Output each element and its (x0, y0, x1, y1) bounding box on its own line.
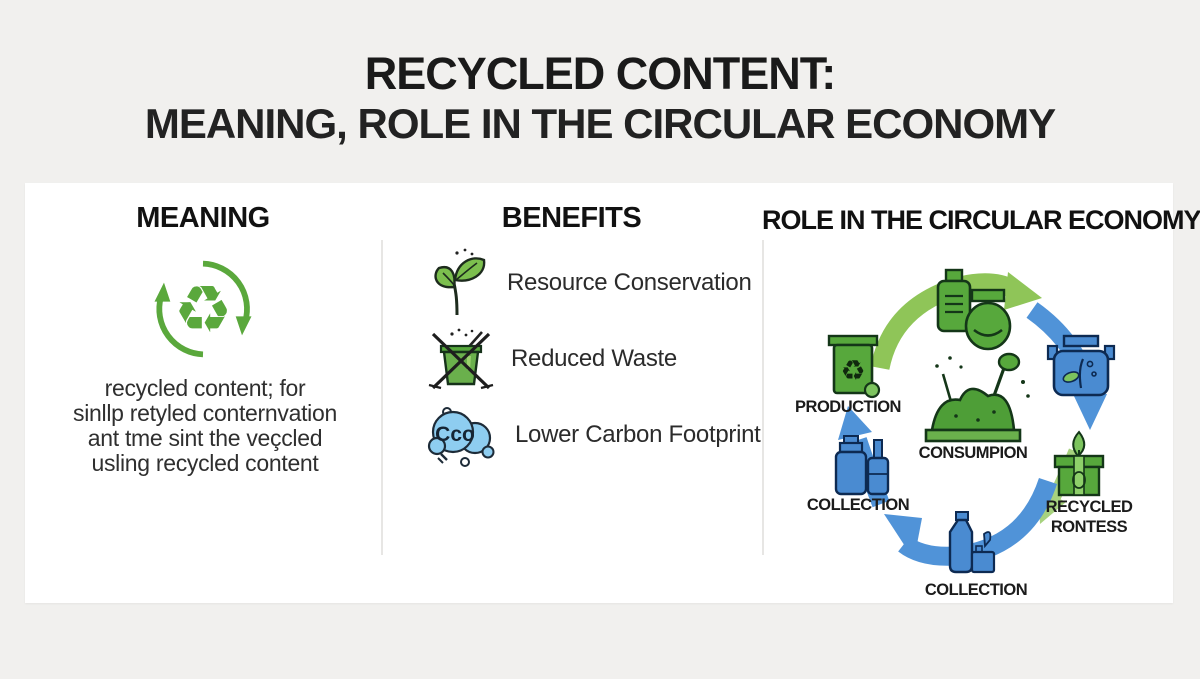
page-title: RECYCLED CONTENT: MEANING, ROLE IN THE C… (0, 50, 1200, 147)
benefit-label: Resource Conservation (507, 269, 752, 296)
benefit-lower-carbon: Cco Lower Carbon Footprint (425, 399, 761, 471)
cycle-arrow-blue-left-head (838, 406, 872, 440)
benefit-reduced-waste: Reduced Waste (427, 323, 677, 395)
collection-left-label: COLLECTION (807, 496, 909, 514)
cycle-arrow-blue-right-head (1073, 394, 1107, 430)
collection-left-icon (834, 435, 890, 496)
cycle-arrow-green-top-head (1004, 272, 1042, 310)
cycle-arrow-blue-bottom (898, 477, 1058, 566)
content-card: MEANING ♻ recycled content; for sinllp r… (25, 183, 1200, 603)
carbon-cloud-icon: Cco (427, 407, 495, 467)
production-label: PRODUCTION (795, 398, 901, 416)
recycle-glyph: ♻ (174, 272, 233, 348)
column-divider (762, 240, 764, 555)
benefit-resource-conservation: Resource Conservation (427, 247, 752, 319)
cycle-arrow-blue-bottom-head (884, 514, 922, 560)
meaning-line: usling recycled content (91, 450, 319, 476)
benefit-label: Reduced Waste (511, 345, 677, 372)
bin-recycle-glyph: ♻ (840, 354, 865, 387)
meaning-heading: MEANING (136, 202, 270, 234)
seedling-icon (434, 248, 486, 316)
meaning-line: recycled content; for (104, 375, 306, 401)
role-heading: ROLE IN THE CIRCULAR ECONOMY (762, 205, 1200, 235)
title-line-1: RECYCLED CONTENT: (364, 48, 837, 99)
no-waste-bin-icon (428, 328, 494, 390)
collection-bottom-label: COLLECTION (925, 581, 1027, 599)
column-divider (381, 240, 383, 555)
title-line-2: MEANING, ROLE IN THE CIRCULAR ECONOMY (144, 100, 1056, 148)
collection-bottom-icon (948, 511, 996, 574)
compost-icon (924, 352, 1030, 443)
recycled-label-line2: RONTESS (1051, 518, 1128, 536)
recycled-label-line1: RECYCLED (1046, 498, 1133, 516)
recycle-circle-icon: ♻ (154, 260, 252, 358)
meaning-line: sinllp retyled conternvation (73, 400, 337, 426)
production-bin-icon: ♻ (827, 334, 881, 399)
cloud-text: Cco (435, 423, 475, 446)
benefit-label: Lower Carbon Footprint (515, 421, 761, 448)
benefits-heading: BENEFITS (501, 202, 642, 234)
consumption-label: CONSUMPION (919, 444, 1028, 462)
products-icon (936, 268, 1012, 351)
meaning-line: ant tme sint the veçcled (87, 425, 323, 451)
meaning-paragraph: recycled content; for sinllp retyled con… (45, 376, 365, 476)
circular-economy-diagram: ♻ PRODUCTION (795, 268, 1133, 599)
recycling-jar-icon (1046, 334, 1116, 397)
recycled-box-icon (1053, 430, 1105, 497)
